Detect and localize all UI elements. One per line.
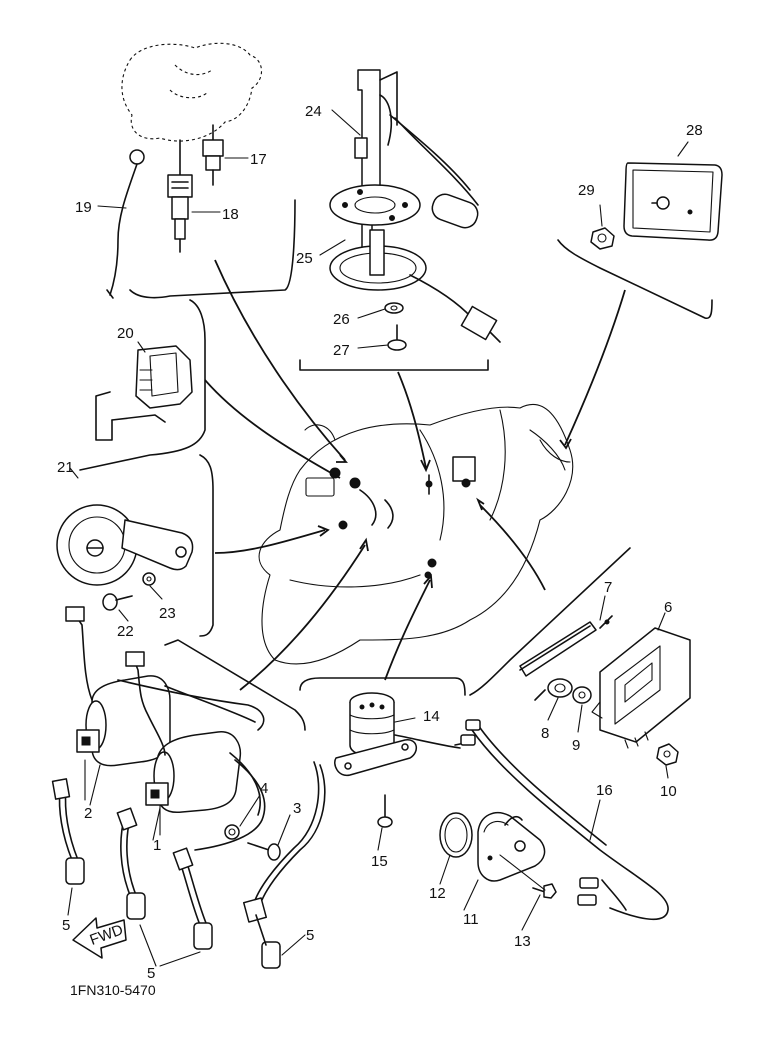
switch xyxy=(202,124,224,186)
relay-assembly xyxy=(79,299,206,471)
frame-outline xyxy=(258,403,574,665)
label-part-24: 24 xyxy=(305,103,322,120)
label-part-5b: 5 xyxy=(147,965,155,982)
part-labels: 1 2 3 4 5 5 5 6 7 8 9 10 11 12 13 14 15 … xyxy=(57,103,703,998)
label-part-29: 29 xyxy=(578,182,595,199)
label-part-3: 3 xyxy=(293,800,301,817)
label-part-1: 1 xyxy=(153,837,161,854)
connection-arrows xyxy=(204,259,626,691)
label-part-12: 12 xyxy=(429,885,446,902)
label-part-26: 26 xyxy=(333,311,350,328)
label-part-22: 22 xyxy=(117,623,134,640)
label-part-16: 16 xyxy=(596,782,613,799)
label-part-4: 4 xyxy=(260,780,268,797)
thermo-switch xyxy=(167,139,193,253)
label-part-7: 7 xyxy=(604,579,612,596)
control-unit-assembly xyxy=(469,547,691,779)
label-part-23: 23 xyxy=(159,605,176,622)
diagram-code: 1FN310-5470 xyxy=(70,982,156,998)
label-part-2: 2 xyxy=(84,805,92,822)
label-part-11: 11 xyxy=(463,911,479,928)
lead-wire xyxy=(106,149,145,299)
label-part-27: 27 xyxy=(333,342,350,359)
fwd-arrow-icon xyxy=(72,917,127,959)
label-part-21: 21 xyxy=(57,459,74,476)
label-part-5a: 5 xyxy=(62,917,70,934)
switch-assembly xyxy=(97,42,296,299)
label-part-8: 8 xyxy=(541,725,549,742)
label-part-9: 9 xyxy=(572,737,580,754)
pickup-assembly xyxy=(439,719,669,931)
label-part-10: 10 xyxy=(660,783,677,800)
label-part-25: 25 xyxy=(296,250,313,267)
label-part-28: 28 xyxy=(686,122,703,139)
label-part-5c: 5 xyxy=(306,927,314,944)
label-part-17: 17 xyxy=(250,151,267,168)
label-part-18: 18 xyxy=(222,206,239,223)
label-part-13: 13 xyxy=(514,933,531,950)
label-part-19: 19 xyxy=(75,199,92,216)
rectifier-assembly xyxy=(557,141,723,320)
fuel-sender-assembly xyxy=(299,69,501,371)
sensor-assembly xyxy=(299,677,471,851)
label-part-6: 6 xyxy=(664,599,672,616)
label-part-20: 20 xyxy=(117,325,134,342)
horn-assembly xyxy=(56,454,214,637)
label-part-15: 15 xyxy=(371,853,388,870)
ignition-coil-assembly xyxy=(51,606,326,969)
label-part-14: 14 xyxy=(423,708,440,725)
